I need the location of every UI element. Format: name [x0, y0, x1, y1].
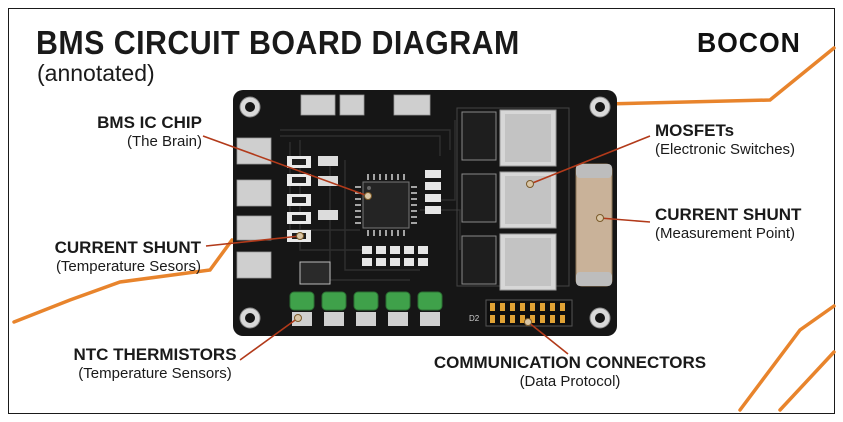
callout-comm-title: COMMUNICATION CONNECTORS	[425, 353, 715, 373]
diagram-title: BMS CIRCUIT BOARD DIAGRAM	[36, 24, 520, 62]
callout-communication-connectors: COMMUNICATION CONNECTORS (Data Protocol)	[425, 353, 715, 390]
callout-mosfets-subtitle: (Electronic Switches)	[655, 141, 795, 158]
brand-logo: BOCON	[697, 27, 801, 59]
ntc-thermistors	[290, 292, 442, 310]
callout-current-shunt-left-title: CURRENT SHUNT	[55, 238, 201, 258]
callout-current-shunt-right: CURRENT SHUNT (Measurement Point)	[655, 205, 801, 242]
callout-ntc: NTC THERMISTORS (Temperature Sensors)	[60, 345, 250, 382]
callout-current-shunt-right-subtitle: (Measurement Point)	[655, 225, 801, 242]
callout-mosfets: MOSFETs (Electronic Switches)	[655, 121, 795, 158]
mosfet-array	[457, 108, 569, 290]
accent-line-bottom-right	[740, 306, 834, 410]
callout-comm-subtitle: (Data Protocol)	[425, 373, 715, 390]
callout-mosfets-title: MOSFETs	[655, 121, 795, 141]
callout-current-shunt-right-title: CURRENT SHUNT	[655, 205, 801, 225]
callout-ntc-title: NTC THERMISTORS	[60, 345, 250, 365]
callout-bms-ic-title: BMS IC CHIP	[97, 113, 202, 133]
callout-bms-ic-subtitle: (The Brain)	[97, 133, 202, 150]
connector-silkscreen: D2	[469, 314, 480, 323]
pcb-board: D2	[233, 90, 617, 336]
mosfet-2	[462, 172, 556, 228]
current-shunt-resistor	[576, 164, 612, 286]
bms-ic-chip	[355, 174, 417, 236]
callout-current-shunt-left: CURRENT SHUNT (Temperature Sesors)	[55, 238, 201, 275]
accent-line-bottom-right-2	[780, 352, 834, 410]
callout-ntc-subtitle: (Temperature Sensors)	[60, 365, 250, 382]
mosfet-1	[462, 110, 556, 166]
callout-bms-ic: BMS IC CHIP (The Brain)	[97, 113, 202, 150]
callout-current-shunt-left-subtitle: (Temperature Sesors)	[55, 258, 201, 275]
diagram-subtitle: (annotated)	[37, 60, 155, 87]
mosfet-3	[462, 234, 556, 290]
